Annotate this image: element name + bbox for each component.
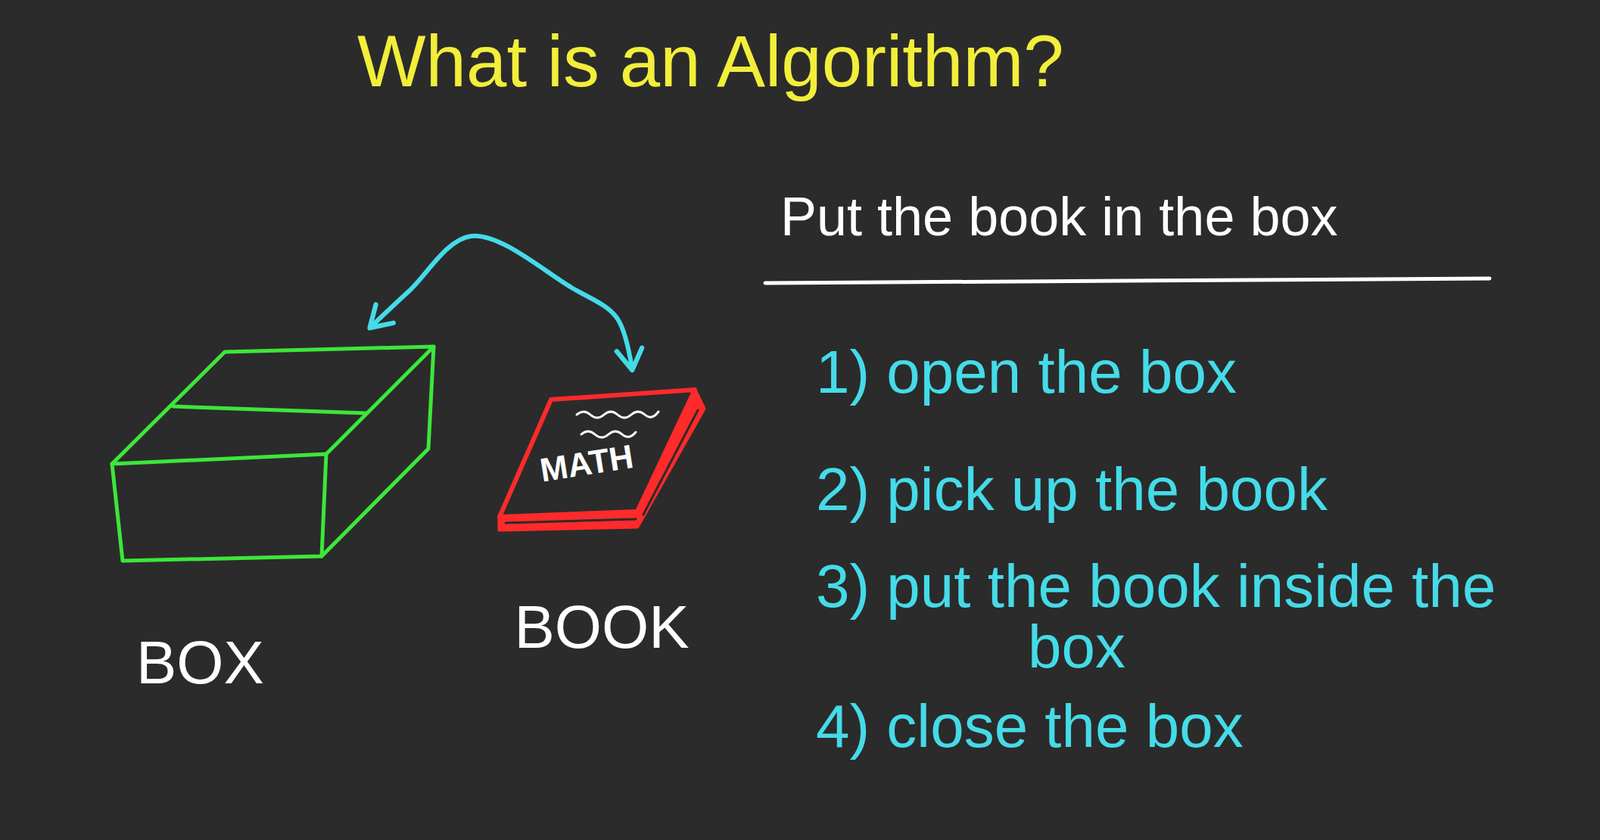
step: 4) close the box bbox=[815, 696, 1573, 757]
box-label: BOX bbox=[105, 632, 443, 694]
box-side bbox=[321, 346, 434, 557]
step: 1) open the box bbox=[815, 342, 1573, 403]
heading-underline bbox=[765, 278, 1490, 284]
book-spine bbox=[499, 389, 704, 530]
book-illustration: MATHBOOK bbox=[491, 378, 712, 658]
box-flap-seam bbox=[173, 406, 368, 414]
title: What is an Algorithm? bbox=[357, 24, 1065, 98]
heading: Put the book in the box bbox=[780, 189, 1538, 244]
step: 3) put the book inside the box bbox=[815, 556, 1581, 678]
box-front bbox=[112, 454, 327, 561]
cover-scribble bbox=[581, 431, 636, 438]
box-top bbox=[112, 346, 434, 464]
shape-outline bbox=[105, 340, 443, 568]
book-cover bbox=[499, 389, 695, 517]
step: 2) pick up the book bbox=[815, 459, 1573, 520]
box-illustration: BOX bbox=[105, 340, 443, 694]
book-label: BOOK bbox=[491, 597, 712, 658]
cover-scribble bbox=[576, 411, 659, 418]
